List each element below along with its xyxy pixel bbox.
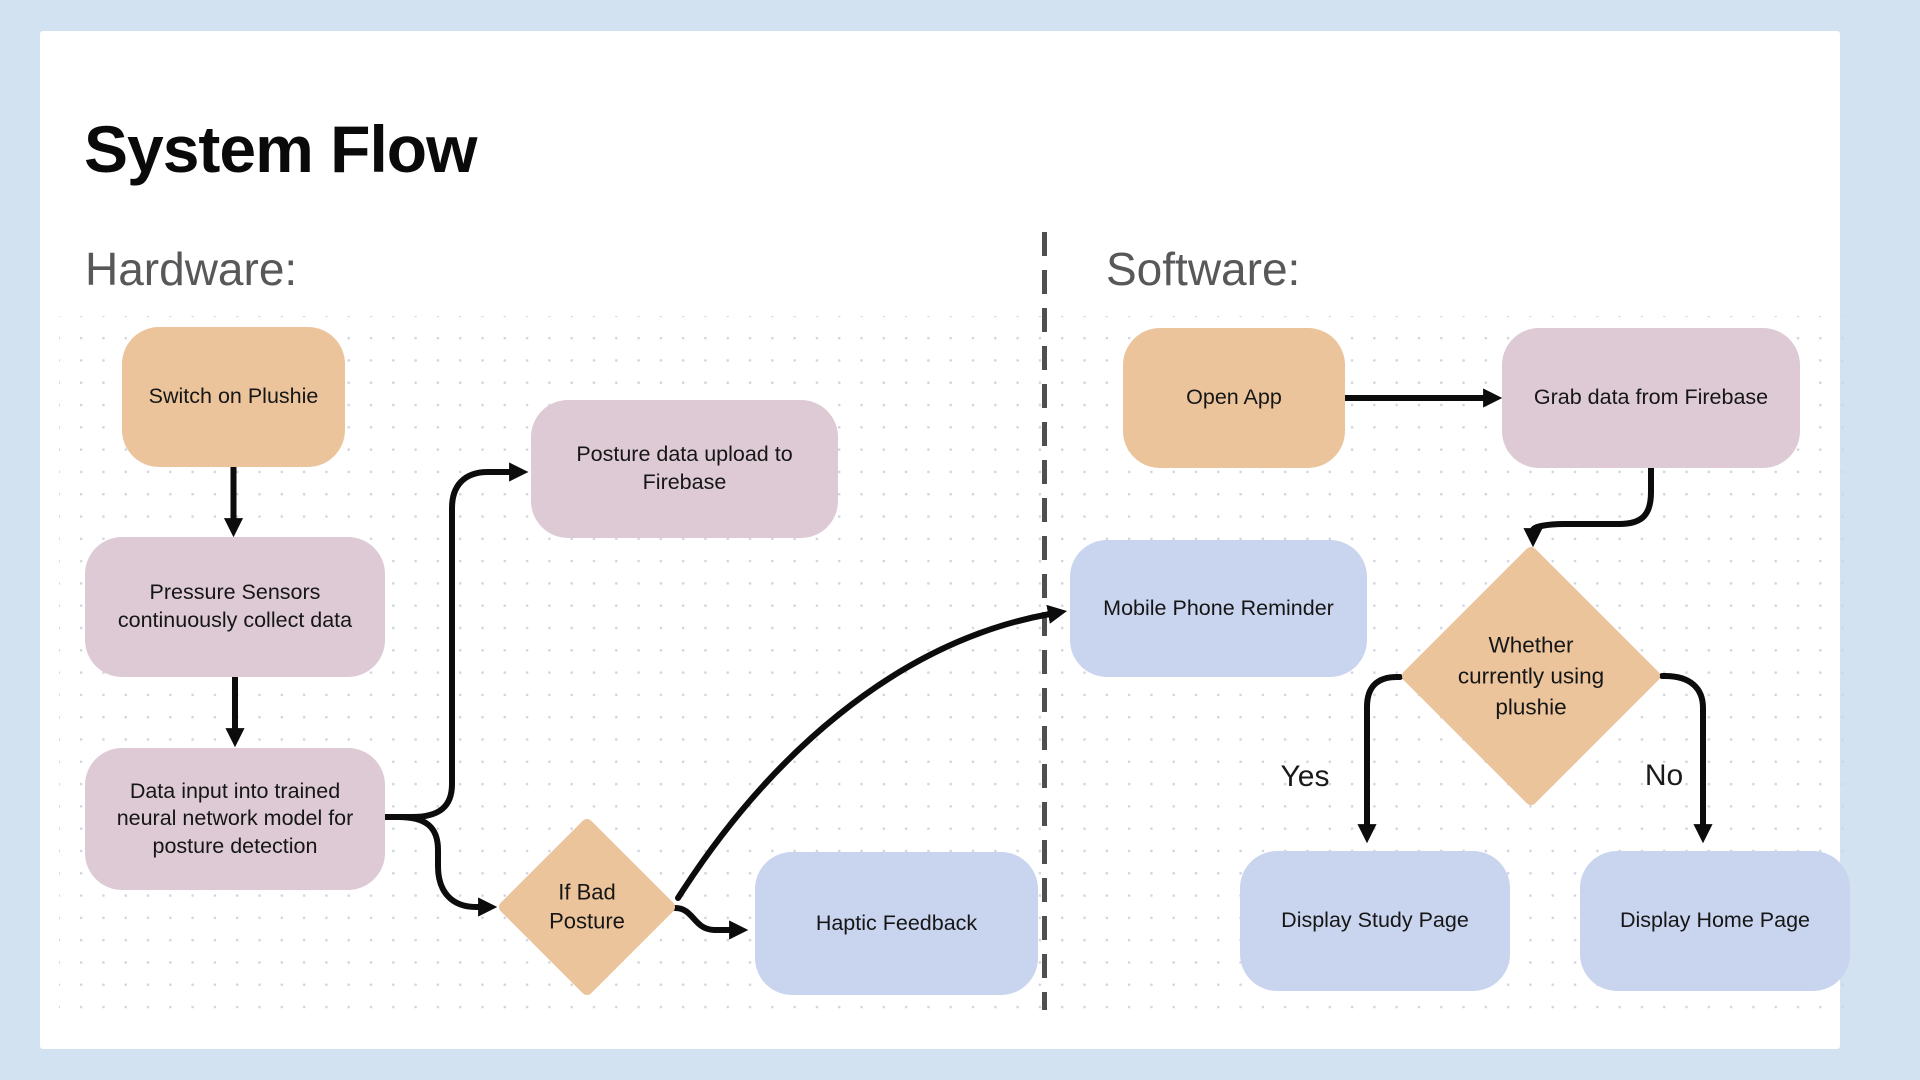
page-title: System Flow [84,112,477,186]
branch-label-no: No [1644,759,1684,792]
node-label: Pressure Sensors continuously collect da… [117,580,353,632]
hardware-section-heading: Hardware: [85,243,298,295]
node-label: Mobile Phone Reminder [1103,595,1334,620]
node-mobile-phone-reminder: Mobile Phone Reminder [1070,540,1367,677]
node-label: If Bad Posture [549,879,625,933]
node-label: Haptic Feedback [815,910,978,935]
node-haptic-feedback: Haptic Feedback [755,852,1038,995]
node-label: Open App [1186,385,1282,410]
node-label: Switch on Plushie [148,384,319,409]
node-label: Grab data from Firebase [1533,385,1769,410]
software-section-heading: Software: [1106,243,1301,295]
node-data-input: Data input into trained neural network m… [85,748,385,890]
node-grab-data-firebase: Grab data from Firebase [1502,328,1800,468]
node-pressure-sensors: Pressure Sensors continuously collect da… [85,537,385,677]
section-divider-dashed-line [1042,232,1047,1010]
node-if-bad-posture-decision: If Bad Posture [496,816,678,998]
node-whether-using-plushie-decision: Whether currently using plushie [1399,544,1663,808]
node-label: Posture data upload to Firebase [576,442,793,494]
node-open-app: Open App [1123,328,1345,468]
node-label: Whether currently using plushie [1457,632,1605,720]
node-label: Display Study Page [1281,908,1469,933]
node-label: Data input into trained neural network m… [116,778,354,858]
node-display-home-page: Display Home Page [1580,851,1850,991]
node-switch-on-plushie: Switch on Plushie [122,327,345,467]
node-posture-upload-firebase: Posture data upload to Firebase [531,400,838,538]
branch-label-yes: Yes [1280,760,1330,793]
node-display-study-page: Display Study Page [1240,851,1510,991]
node-label: Display Home Page [1619,908,1810,933]
